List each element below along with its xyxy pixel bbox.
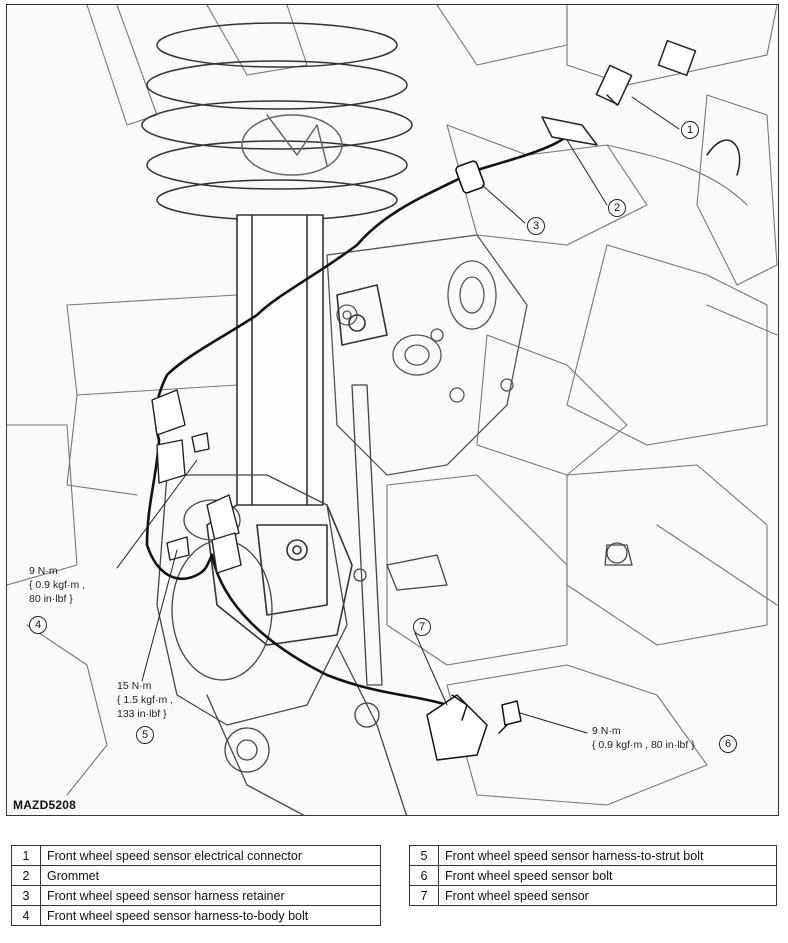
legend-number: 7: [409, 885, 439, 906]
harness-retainer: [455, 160, 485, 194]
torque-inlbf: 133 in·lbf }: [117, 708, 167, 720]
wheel-speed-sensor-detail: [426, 694, 522, 761]
legend-label: Front wheel speed sensor harness-to-body…: [40, 905, 381, 926]
torque-spec-item-5: 15 N·m { 1.5 kgf·m , 133 in·lbf }: [117, 679, 173, 721]
exploded-view-illustration: 1 2 3 4 5 6 7 9 N·m { 0.9 kgf·m , 80 in·…: [6, 4, 779, 816]
torque-spec-item-6: 9 N·m { 0.9 kgf·m , 80 in·lbf }: [592, 724, 695, 752]
sensor-harness: [145, 123, 579, 707]
torque-inlbf: 80 in·lbf }: [29, 593, 73, 605]
legend-number: 1: [11, 845, 41, 866]
table-row: 2 Grommet: [11, 865, 381, 886]
legend-number: 2: [11, 865, 41, 886]
leader-lines: [116, 96, 680, 734]
strut-assembly: [206, 214, 388, 646]
torque-spec-item-4: 9 N·m { 0.9 kgf·m , 80 in·lbf }: [29, 564, 85, 606]
table-row: 7 Front wheel speed sensor: [409, 885, 777, 906]
connector-detail: [541, 39, 741, 176]
legend-label: Front wheel speed sensor electrical conn…: [40, 845, 381, 866]
torque-nm: 9 N·m: [29, 565, 58, 577]
callout-2: 2: [608, 199, 626, 217]
table-row: 3 Front wheel speed sensor harness retai…: [11, 885, 381, 906]
legend-table-right: 5 Front wheel speed sensor harness-to-st…: [409, 845, 777, 906]
legend-label: Grommet: [40, 865, 381, 886]
torque-kgfm: { 0.9 kgf·m ,: [29, 579, 86, 591]
callout-6: 6: [719, 735, 737, 753]
stabilizer-link: [351, 384, 633, 686]
table-row: 1 Front wheel speed sensor electrical co…: [11, 845, 381, 866]
torque-nm: 9 N·m: [592, 725, 621, 737]
legend-number: 3: [11, 885, 41, 906]
callout-5: 5: [136, 726, 154, 744]
legend-label: Front wheel speed sensor bolt: [438, 865, 777, 886]
body-panel-background: [7, 5, 778, 806]
legend-label: Front wheel speed sensor harness retaine…: [40, 885, 381, 906]
callout-7: 7: [413, 618, 431, 636]
legend-number: 5: [409, 845, 439, 866]
legend-number: 4: [11, 905, 41, 926]
table-row: 5 Front wheel speed sensor harness-to-st…: [409, 845, 777, 866]
figure-id-label: MAZD5208: [11, 798, 78, 812]
coil-spring: [141, 22, 413, 221]
table-row: 6 Front wheel speed sensor bolt: [409, 865, 777, 886]
callout-1: 1: [681, 121, 699, 139]
harness-brackets: [151, 389, 242, 574]
table-row: 4 Front wheel speed sensor harness-to-bo…: [11, 905, 381, 926]
torque-nm: 15 N·m: [117, 680, 152, 692]
line-drawing: [7, 5, 778, 815]
subframe: [326, 234, 528, 476]
callout-3: 3: [527, 217, 545, 235]
legend-number: 6: [409, 865, 439, 886]
callout-4: 4: [29, 616, 47, 634]
steering-knuckle: [156, 474, 408, 815]
legend-label: Front wheel speed sensor: [438, 885, 777, 906]
torque-kgfm-inlbf: { 0.9 kgf·m , 80 in·lbf }: [592, 739, 695, 751]
torque-kgfm: { 1.5 kgf·m ,: [117, 694, 174, 706]
legend-label: Front wheel speed sensor harness-to-stru…: [438, 845, 777, 866]
legend-table-left: 1 Front wheel speed sensor electrical co…: [11, 845, 381, 926]
